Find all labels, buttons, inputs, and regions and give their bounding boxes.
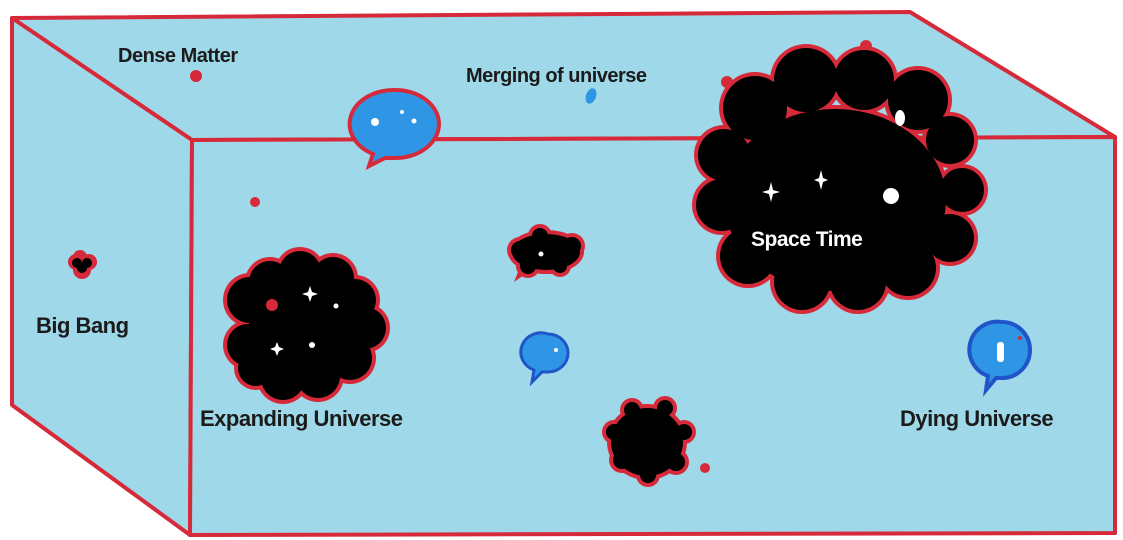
light-bar-icon	[997, 342, 1004, 362]
star-dot-icon	[554, 348, 558, 352]
red-dot-icon	[190, 70, 202, 82]
star-dot-icon	[412, 119, 417, 124]
star-dot-icon	[1018, 336, 1022, 340]
star-dot-icon	[334, 304, 339, 309]
star-dot-icon	[309, 342, 315, 348]
star-dot-icon	[400, 110, 404, 114]
label-dense-matter: Dense Matter	[118, 45, 238, 67]
star-dot-icon	[539, 252, 544, 257]
star-blob-icon	[895, 110, 905, 126]
label-dying-universe: Dying Universe	[900, 406, 1053, 431]
red-dot-icon	[250, 197, 260, 207]
label-expanding-universe: Expanding Universe	[200, 406, 403, 431]
label-big-bang: Big Bang	[36, 313, 129, 338]
star-dot-icon	[371, 118, 379, 126]
label-merging-of-universe: Merging of universe	[466, 65, 647, 87]
red-dot-icon	[700, 463, 710, 473]
red-spot-icon	[266, 299, 278, 311]
label-space-time: Space Time	[751, 228, 862, 251]
star-blob-icon	[883, 188, 899, 204]
